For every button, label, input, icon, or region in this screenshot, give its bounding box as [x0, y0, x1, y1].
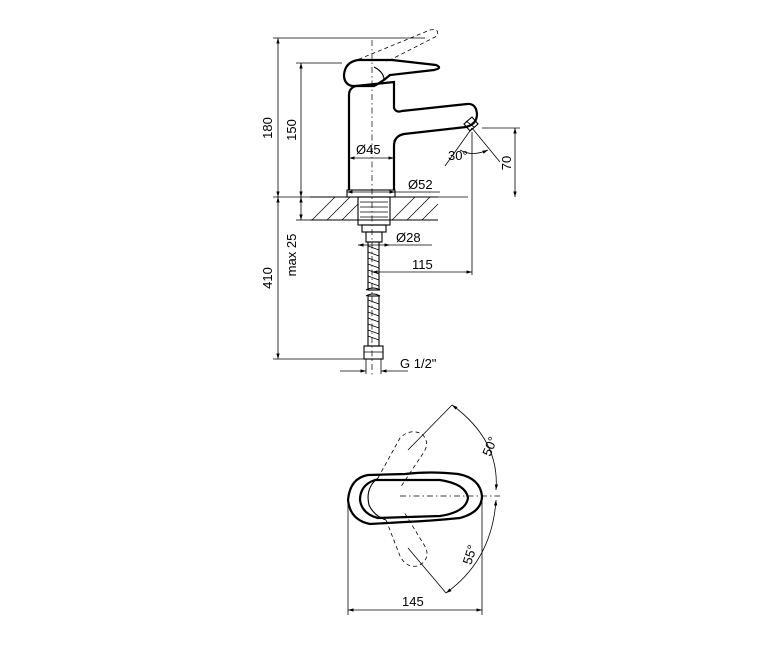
dimension-lines — [276, 38, 517, 374]
dim-thickness-max: max 25 — [284, 234, 299, 277]
mounting-shank — [357, 196, 391, 243]
dim-spout-height: 70 — [499, 156, 514, 170]
countertop — [310, 196, 439, 221]
dim-overall-height: 180 — [260, 117, 275, 139]
top-view: 145 50° 55° — [346, 404, 500, 615]
dim-thread: G 1/2" — [400, 356, 437, 371]
handle-phantom-right — [385, 511, 428, 567]
dim-base-diameter: Ø52 — [408, 177, 433, 192]
side-view: 180 150 410 max 25 70 Ø45 Ø52 Ø28 115 G … — [260, 29, 520, 375]
dim-handle-angle-bottom: 55° — [460, 543, 480, 566]
supply-hose — [363, 241, 384, 360]
dim-spout-angle: 30° — [448, 148, 468, 163]
faucet-body — [342, 29, 479, 198]
handle-top — [358, 478, 470, 520]
dim-width: 145 — [402, 594, 424, 609]
dim-body-diameter: Ø45 — [356, 142, 381, 157]
extension-lines — [273, 37, 520, 360]
dim-spout-reach: 115 — [412, 257, 433, 272]
dim-handle-angle-top: 50° — [479, 434, 500, 458]
handle-phantom-left — [377, 431, 427, 489]
dim-body-height: 150 — [284, 119, 299, 141]
dim-hose-length: 410 — [260, 267, 275, 289]
dim-shank-diameter: Ø28 — [396, 230, 421, 245]
